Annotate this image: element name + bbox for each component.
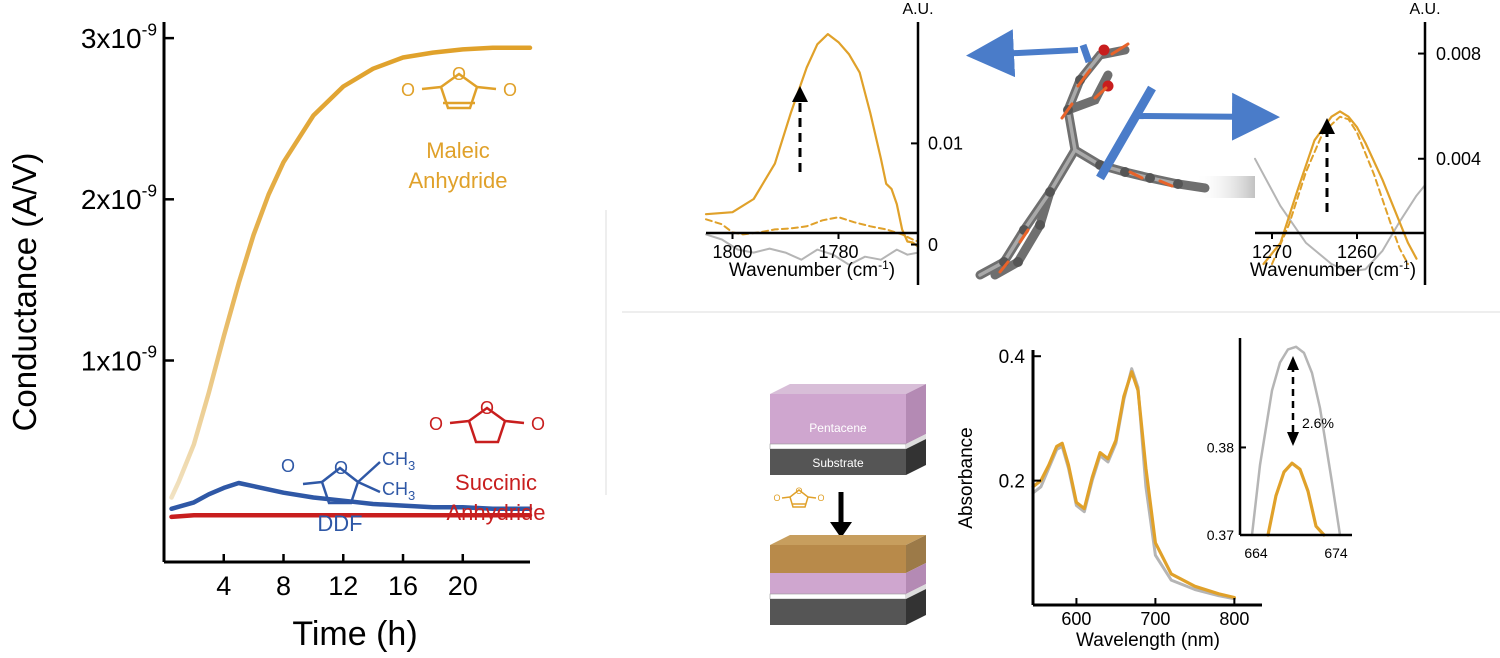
inset-before-line — [1250, 345, 1342, 537]
inset-percent-annotation: 2.6% — [1302, 415, 1334, 431]
maleic-o-left: O — [401, 80, 415, 100]
ir-right-pointer-arrow — [1134, 92, 1280, 141]
inset-after-line — [1266, 461, 1326, 537]
stack-after — [769, 535, 926, 625]
conductance-x-label: Time (h) — [292, 615, 417, 653]
ir-left-solid-line — [704, 33, 920, 248]
x-tick-label: 1780 — [818, 242, 858, 262]
ir-right-solid-line — [1262, 110, 1418, 266]
stack-before: Pentacene Substrate — [769, 384, 926, 475]
ir-left-dashed-line — [705, 216, 919, 243]
x-tick-label: 600 — [1061, 609, 1091, 629]
x-tick-label: 20 — [448, 571, 478, 601]
succinic-label-line1: Succinic — [455, 470, 537, 495]
ddf-label: DDF — [317, 511, 362, 536]
absorbance-chart: 600 700 800 0.2 0.4 Wavelength (nm) Absorba… — [956, 347, 1262, 651]
ddf-ch3-bottom: CH3 — [382, 479, 415, 503]
ddf-ch3-top: CH3 — [382, 449, 415, 473]
x-tick-label: 8 — [276, 571, 291, 601]
maleic-anhydride-structure-icon — [421, 72, 497, 110]
exposure-arrowhead — [830, 522, 852, 538]
absorbance-inset-chart: 664 674 0.37 0.38 2.6% — [1207, 338, 1352, 561]
ir-left-pointer-arrow — [966, 29, 1079, 78]
ddf-structure-icon — [302, 461, 381, 505]
molecule-blur-trail — [1195, 176, 1255, 198]
y-tick-label: 0.2 — [999, 471, 1025, 492]
ir-right-pointer-bar — [1096, 85, 1156, 181]
ir-left-reference-line — [705, 233, 919, 266]
absorbance-after-line — [1031, 370, 1236, 600]
x-tick-label: 16 — [388, 571, 418, 601]
succinic-anhydride-structure-icon — [449, 406, 525, 444]
ir-right-au-label: A.U. — [1409, 1, 1440, 18]
ddf-o-ring: O — [334, 458, 348, 478]
ir-right-increase-arrowhead — [1319, 118, 1335, 134]
pentacene-label: Pentacene — [809, 421, 867, 435]
ir-right-reference-line — [1254, 157, 1426, 273]
substrate-label: Substrate — [812, 456, 864, 470]
succinic-label-line2: Anhydride — [446, 500, 545, 525]
y-tick-label: 0.4 — [999, 347, 1026, 368]
absorbance-before-line — [1031, 367, 1236, 601]
succinic-series-line — [169, 513, 533, 520]
maleic-o-right: O — [503, 80, 517, 100]
maleic-o-ring: O — [452, 64, 466, 84]
film-schematic: Pentacene Substrate O O O — [769, 384, 926, 625]
succinic-o-right: O — [531, 414, 545, 434]
ddf-o-left: O — [281, 456, 295, 476]
succinic-o-left: O — [429, 414, 443, 434]
ir-left-pointer-bar — [1079, 43, 1093, 64]
maleic-small-o-right: O — [817, 493, 824, 503]
y-tick-label: 0.37 — [1207, 527, 1234, 543]
y-tick-label: 2x10-9 — [81, 181, 157, 216]
maleic-label-line1: Maleic — [426, 138, 490, 163]
y-tick-label: 0.01 — [928, 134, 963, 154]
x-tick-label: 700 — [1140, 609, 1170, 629]
maleic-small-o-left: O — [773, 493, 780, 503]
x-tick-label: 4 — [216, 571, 231, 601]
succinic-o-ring: O — [480, 398, 494, 418]
x-tick-label: 664 — [1244, 545, 1268, 561]
ir-right-x-label: Wavenumber (cm-1) — [1250, 258, 1416, 281]
absorbance-y-label: Absorbance — [956, 427, 977, 528]
maleic-series-line — [169, 45, 533, 500]
x-tick-label: 12 — [328, 571, 358, 601]
y-tick-label: 0.008 — [1436, 44, 1481, 64]
x-tick-label: 1270 — [1252, 242, 1292, 262]
maleic-label-line2: Anhydride — [408, 168, 507, 193]
ddf-series-line — [169, 480, 533, 512]
maleic-small-structure-icon — [781, 489, 817, 508]
conductance-y-label: Conductance (A/V) — [6, 153, 43, 432]
y-tick-label: 0.38 — [1207, 439, 1234, 455]
x-tick-label: 800 — [1219, 609, 1249, 629]
conductance-chart: 4 8 12 16 20 1x10-9 2x10-9 3x10-9 Time (h) Con… — [6, 19, 546, 653]
inset-change-arrowhead-up — [1287, 356, 1299, 370]
molecule-structure-diagram — [966, 29, 1280, 280]
x-tick-label: 674 — [1324, 545, 1348, 561]
y-tick-label: 0.004 — [1436, 149, 1481, 169]
ir-right-chart: 1270 1260 0.004 0.008 A.U. Wavenumber (cm-… — [1250, 1, 1481, 285]
y-tick-label: 0 — [928, 235, 938, 255]
ir-left-au-label: A.U. — [902, 1, 933, 18]
absorbance-x-label: Wavelength (nm) — [1076, 630, 1220, 651]
ir-left-chart: 1800 1780 0 0.01 A.U. Wavenumber (cm-1) — [704, 1, 963, 285]
maleic-small-o-ring: O — [795, 486, 802, 496]
ir-left-increase-arrowhead — [792, 86, 808, 102]
y-tick-label: 1x10-9 — [81, 342, 157, 377]
x-tick-label: 1800 — [712, 242, 752, 262]
inset-change-arrowhead-down — [1287, 432, 1299, 446]
x-tick-label: 1260 — [1337, 242, 1377, 262]
y-tick-label: 3x10-9 — [81, 19, 157, 54]
ir-left-x-label: Wavenumber (cm-1) — [729, 258, 895, 281]
